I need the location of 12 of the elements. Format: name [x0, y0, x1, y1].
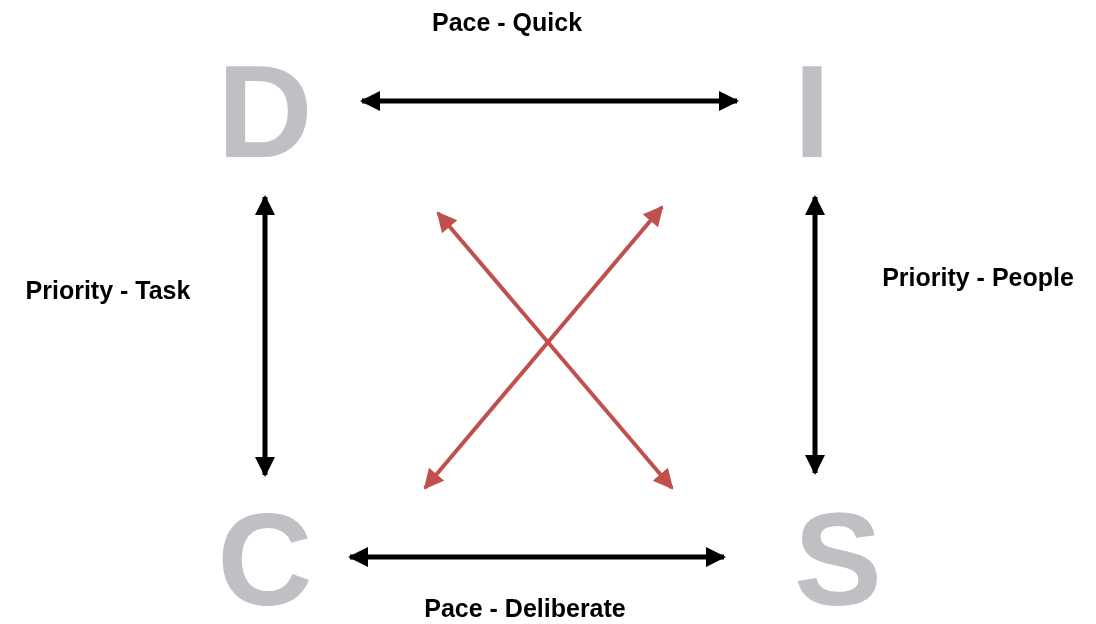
double-arrow — [255, 195, 275, 477]
letter-label: D — [217, 38, 313, 185]
letter-label: C — [217, 486, 313, 624]
double-arrow — [805, 195, 825, 475]
axis-label: Priority - Task — [25, 275, 191, 305]
double-arrow — [360, 91, 739, 111]
letter-label: S — [794, 486, 882, 624]
axis-label: Pace - Quick — [431, 7, 583, 37]
letter-label: I — [793, 38, 831, 185]
double-arrow — [348, 547, 726, 567]
axis-label: Pace - Deliberate — [424, 593, 626, 623]
axis-label: Priority - People — [882, 262, 1074, 292]
